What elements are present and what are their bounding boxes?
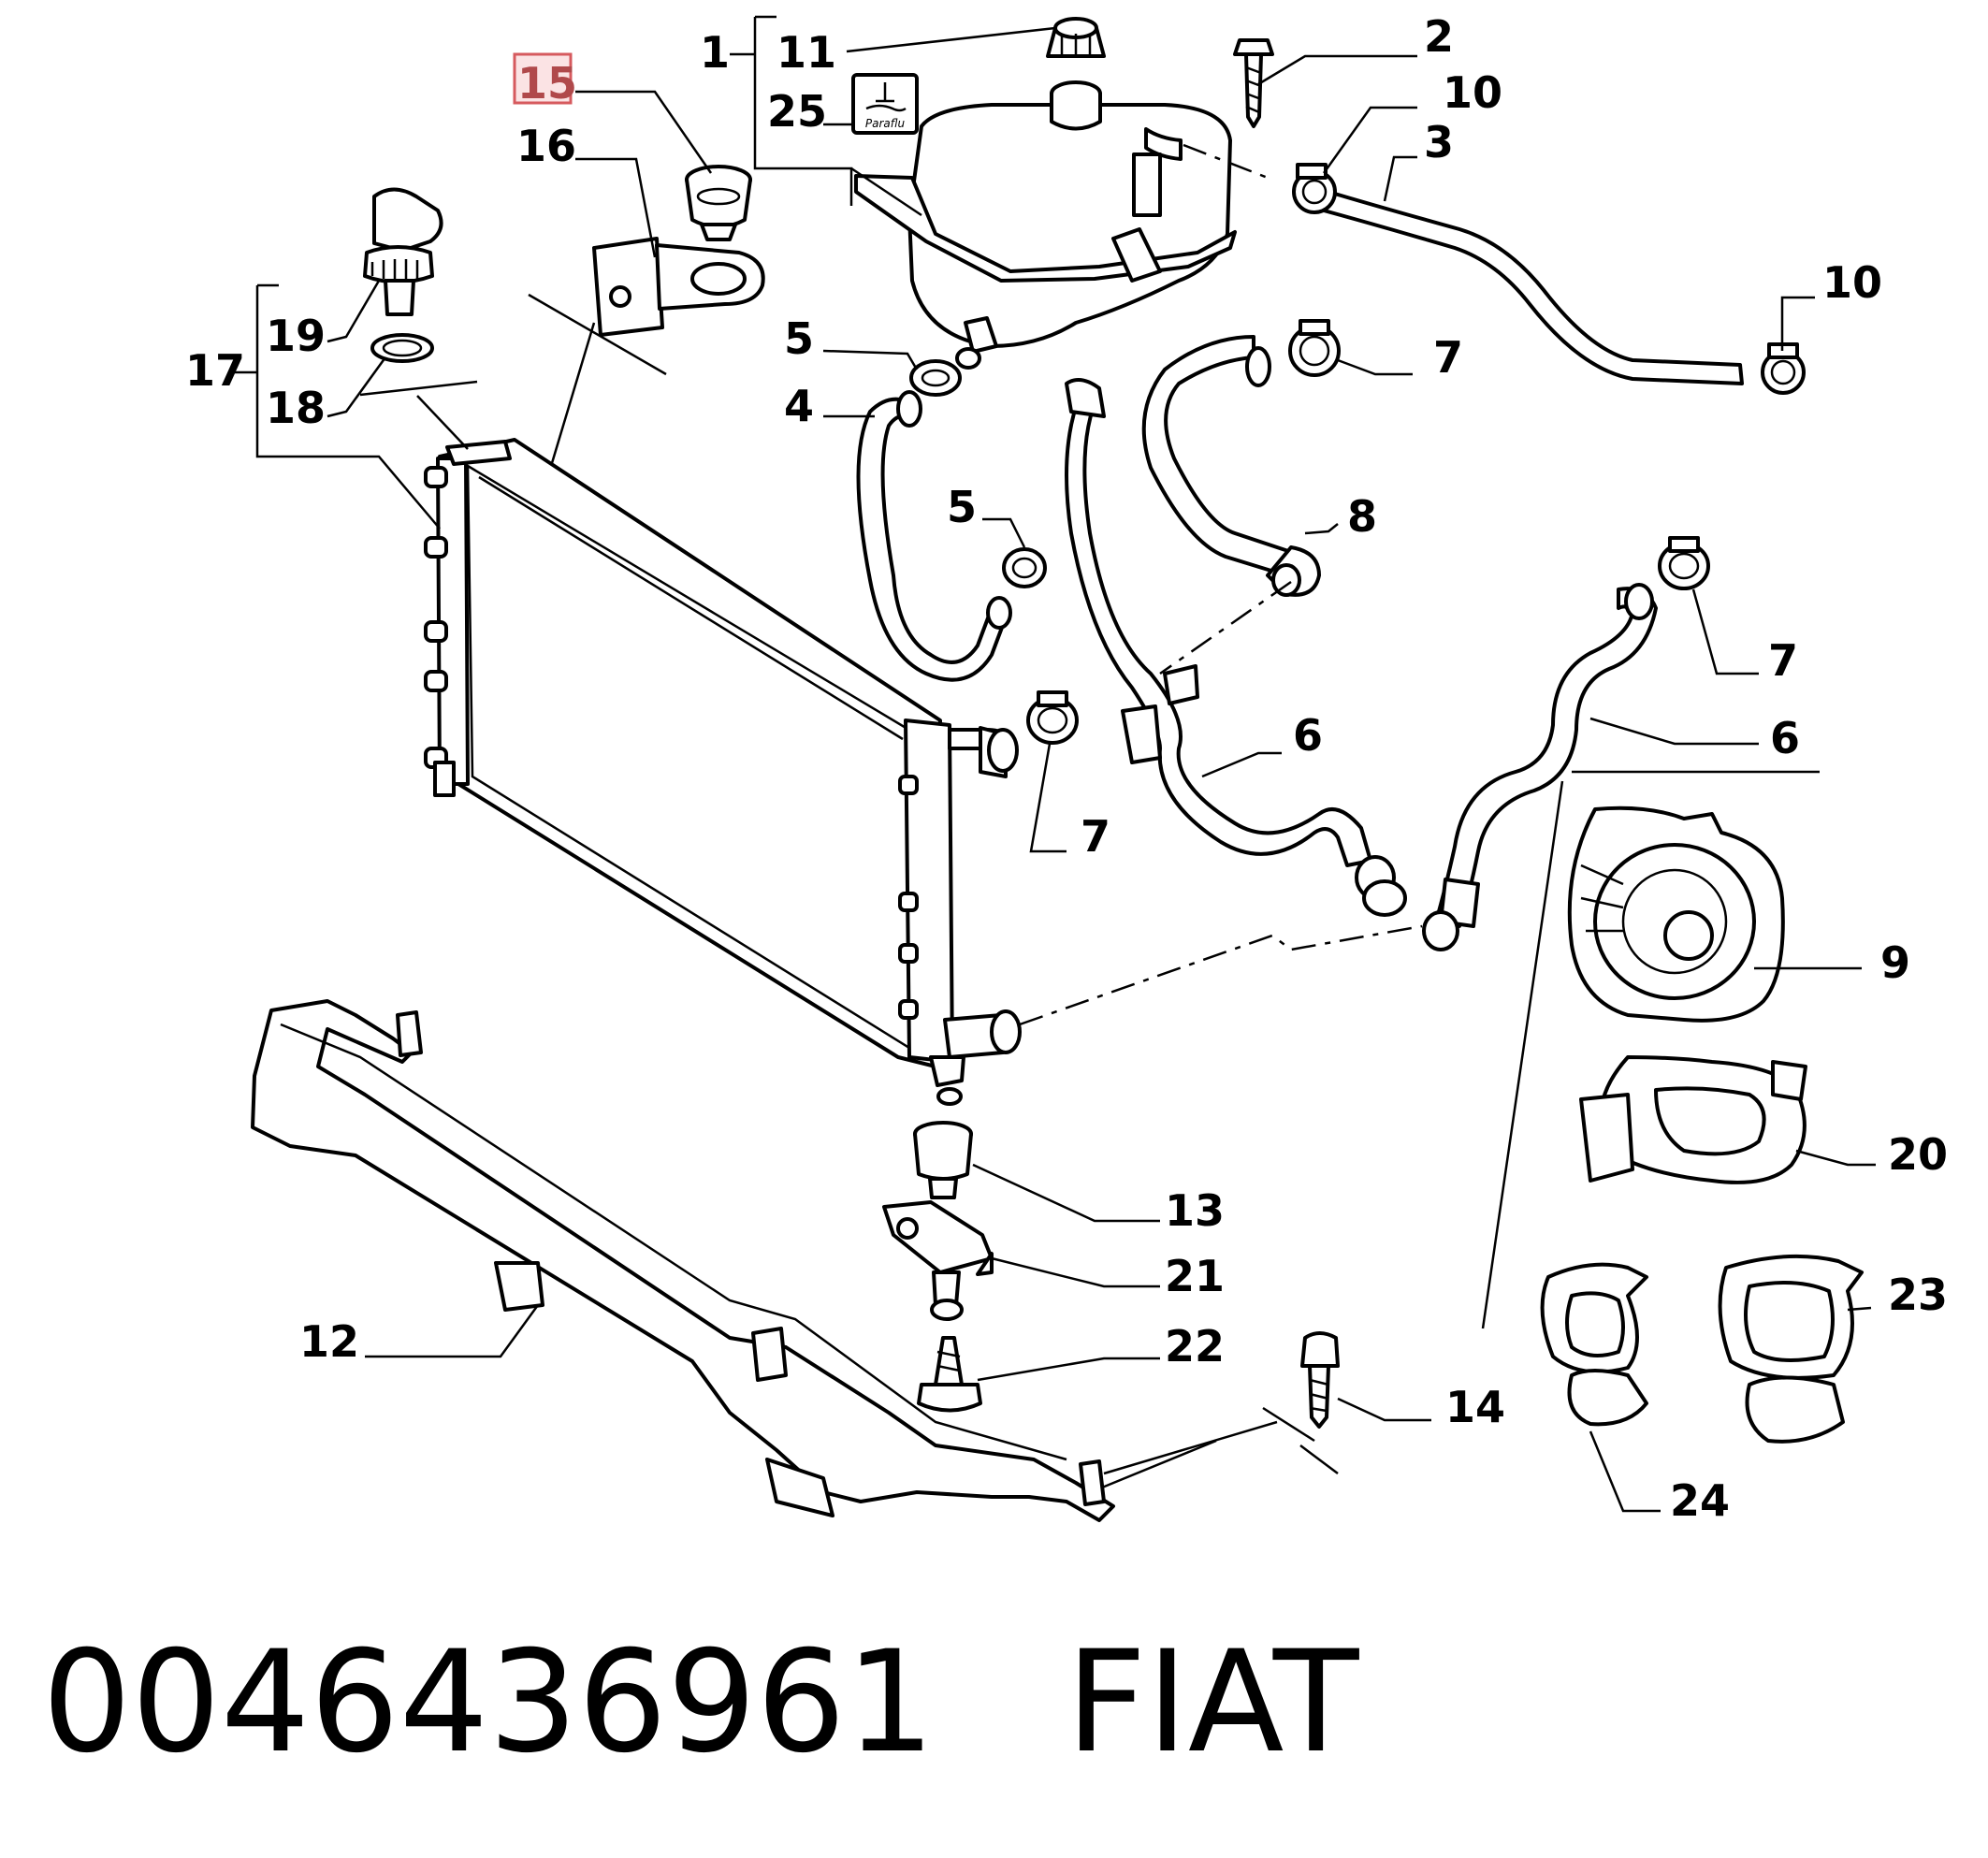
drain-plug xyxy=(363,187,443,316)
callout-15-highlighted: 15 xyxy=(517,58,577,109)
tank-cap xyxy=(1046,17,1106,58)
coolant-hose-6-right xyxy=(1422,583,1658,951)
callout-17: 17 xyxy=(185,345,245,396)
sensor-bracket xyxy=(882,1200,994,1321)
callout-labels: 1 2 3 4 5 5 6 6 7 7 7 8 9 10 10 11 12 13… xyxy=(185,11,1948,1526)
callout-13: 13 xyxy=(1165,1185,1225,1236)
callout-6: 6 xyxy=(1293,710,1323,761)
callout-1: 1 xyxy=(700,27,730,78)
callout-11: 11 xyxy=(776,27,836,78)
callout-20: 20 xyxy=(1888,1129,1948,1180)
callout-21: 21 xyxy=(1165,1251,1225,1301)
callout-24: 24 xyxy=(1670,1475,1730,1526)
callout-5: 5 xyxy=(947,482,977,532)
hose-clamp xyxy=(1761,342,1806,395)
callout-7: 7 xyxy=(1768,635,1798,686)
rubber-grommet xyxy=(913,1121,973,1199)
hose-clip xyxy=(1540,1262,1648,1427)
highlight-box xyxy=(513,52,573,105)
callout-12: 12 xyxy=(299,1316,359,1367)
fan-retainer xyxy=(1579,1055,1807,1184)
callout-23: 23 xyxy=(1888,1270,1948,1320)
callout-16: 16 xyxy=(516,121,576,171)
brand-name: FIAT xyxy=(1066,1621,1359,1784)
callout-19: 19 xyxy=(266,311,326,361)
callout-9: 9 xyxy=(1880,937,1910,988)
callout-8: 8 xyxy=(1347,491,1377,542)
lower-crossmember xyxy=(251,999,1115,1522)
hose-clamp xyxy=(1658,536,1710,590)
callout-14: 14 xyxy=(1445,1382,1505,1432)
hose-clamp xyxy=(909,359,962,397)
hose-clamp xyxy=(1292,163,1337,214)
callout-25: 25 xyxy=(767,86,827,137)
tank-bolt xyxy=(1233,38,1274,128)
hose-clamp xyxy=(1002,547,1047,588)
mounting-bolt xyxy=(917,1336,982,1413)
overflow-hose xyxy=(1322,190,1744,385)
leader-lines xyxy=(232,15,1876,1513)
coolant-hose-6 xyxy=(1065,378,1407,917)
fitting-plug xyxy=(685,165,752,241)
hose-clip xyxy=(1718,1254,1864,1444)
callout-7: 7 xyxy=(1433,332,1463,383)
radiator xyxy=(424,438,1022,1106)
mounting-bracket xyxy=(592,237,765,337)
callout-5: 5 xyxy=(784,313,814,364)
reference-lines xyxy=(359,143,1820,1489)
callout-3: 3 xyxy=(1424,117,1454,167)
seal-ring xyxy=(370,333,434,363)
part-caption: 0046436961 FIAT xyxy=(42,1623,1969,1782)
svg-text:Paraflu: Paraflu xyxy=(865,117,906,130)
part-number: 0046436961 xyxy=(42,1621,936,1784)
fan-shroud xyxy=(1567,806,1785,1023)
coolant-hose-4 xyxy=(856,390,1012,682)
coolant-hose-8 xyxy=(1141,335,1321,597)
callout-18: 18 xyxy=(266,383,326,433)
callout-2: 2 xyxy=(1424,11,1454,62)
expansion-tank xyxy=(854,80,1237,370)
callout-4: 4 xyxy=(784,381,814,431)
coolant-label: Paraflu xyxy=(851,73,919,135)
callout-7: 7 xyxy=(1081,811,1110,862)
callout-10: 10 xyxy=(1822,257,1882,308)
hose-clamp xyxy=(1288,319,1341,377)
hose-clamp xyxy=(1026,690,1079,745)
crossmember-bolt xyxy=(1300,1331,1340,1429)
callout-22: 22 xyxy=(1165,1321,1225,1372)
callout-6: 6 xyxy=(1770,713,1800,763)
callout-10: 10 xyxy=(1443,67,1502,118)
